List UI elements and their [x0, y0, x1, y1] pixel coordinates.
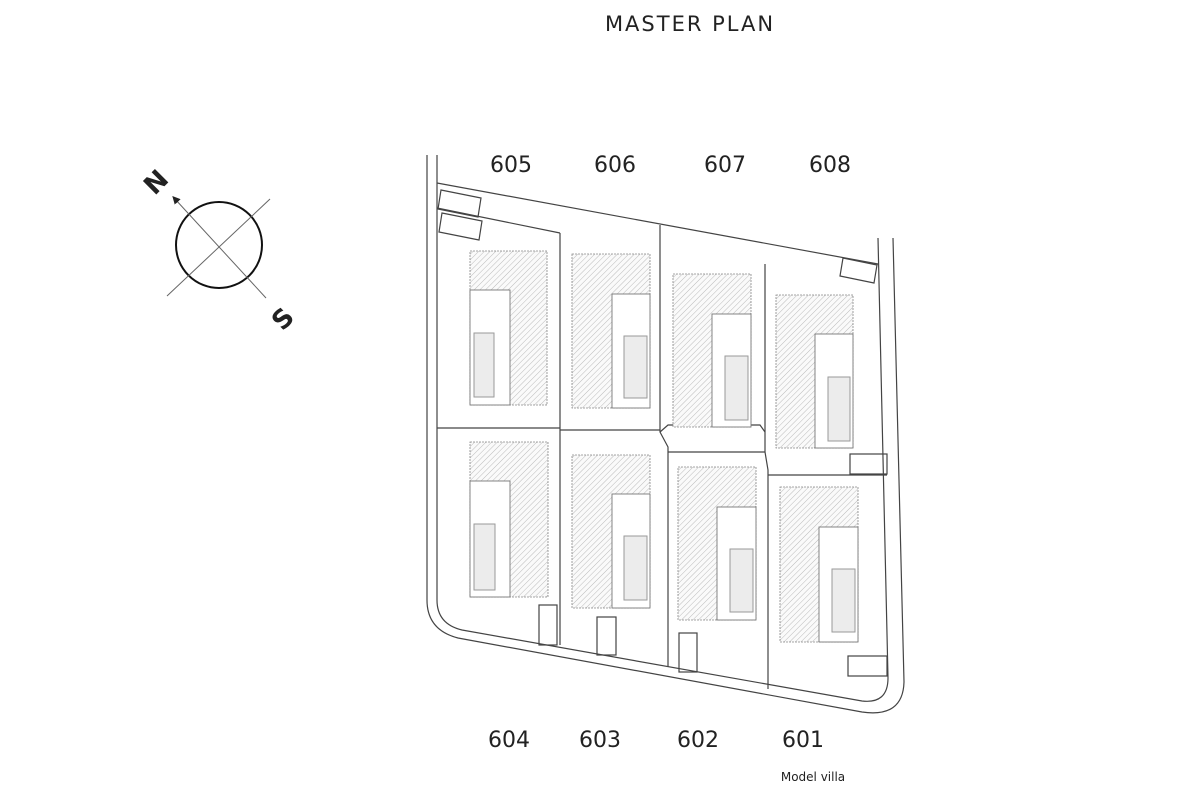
- plot-601[interactable]: [779, 486, 888, 677]
- plot-label-602: 602: [677, 728, 719, 753]
- plot-label-607: 607: [704, 153, 746, 178]
- plot-605[interactable]: [469, 250, 548, 406]
- compass-south-label: S: [266, 302, 300, 336]
- pool-icon: [473, 523, 496, 591]
- plot-label-603: 603: [579, 728, 621, 753]
- plot-label-601: 601: [782, 728, 824, 753]
- plot-label-605: 605: [490, 153, 532, 178]
- pool-icon: [724, 355, 749, 421]
- page-title: MASTER PLAN: [605, 12, 775, 36]
- north-arrow-icon: [172, 196, 267, 299]
- plot-label-604: 604: [488, 728, 530, 753]
- plot-604[interactable]: [469, 441, 558, 646]
- pool-icon: [831, 568, 856, 633]
- pool-icon: [623, 535, 648, 601]
- plot-label-608: 608: [809, 153, 851, 178]
- pool-icon: [729, 548, 754, 613]
- model-villa-note: Model villa: [781, 770, 845, 784]
- pool-icon: [827, 376, 851, 442]
- pool-icon: [473, 332, 495, 398]
- compass-north-label: N: [138, 164, 175, 201]
- pool-icon: [623, 335, 648, 399]
- plot-606[interactable]: [571, 253, 651, 409]
- compass-icon: N S: [138, 164, 300, 336]
- plot-608[interactable]: [775, 294, 854, 449]
- plot-603[interactable]: [571, 454, 651, 656]
- plot-602[interactable]: [677, 466, 757, 673]
- plot-label-606: 606: [594, 153, 636, 178]
- plot-607[interactable]: [672, 273, 752, 428]
